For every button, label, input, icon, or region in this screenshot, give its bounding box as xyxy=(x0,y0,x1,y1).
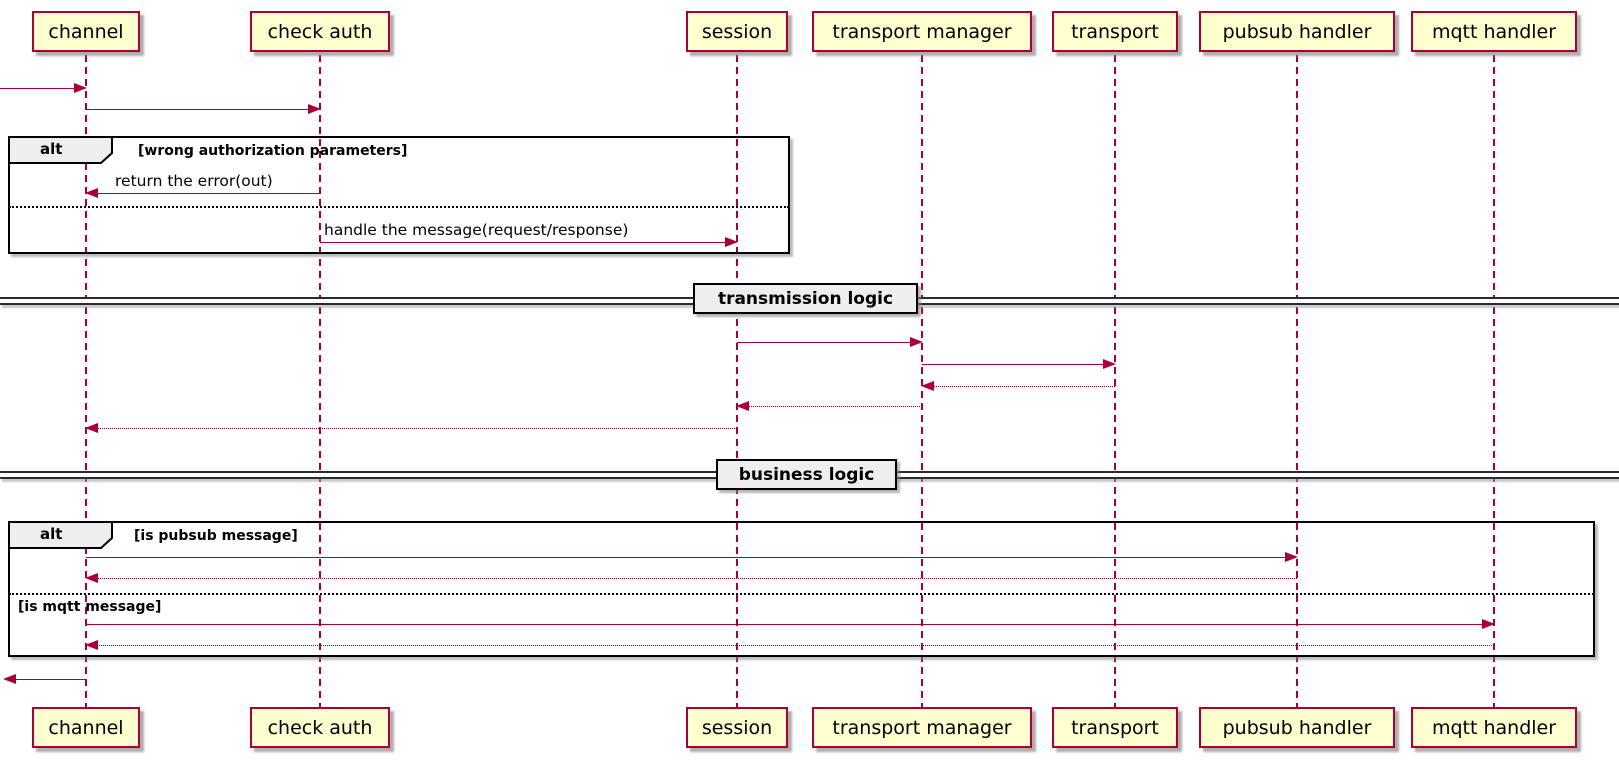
participant-top-transport: transport xyxy=(1052,11,1178,52)
message-line xyxy=(86,109,311,110)
divider-label: business logic xyxy=(738,464,875,485)
divider-transmission-logic: transmission logic xyxy=(693,283,918,314)
guard-is-pubsub-message: [is pubsub message] xyxy=(134,528,298,544)
arrowhead-left-icon xyxy=(3,674,16,684)
alt-frame-2: alt [is pubsub message] [is mqtt message… xyxy=(8,521,1595,657)
participant-label: pubsub handler xyxy=(1222,20,1372,43)
lifeline-pubsub-handler xyxy=(1296,55,1298,707)
alt-tab-icon xyxy=(8,136,113,164)
participant-label: session xyxy=(701,20,773,43)
arrowhead-left-icon xyxy=(736,401,749,411)
divider-label: transmission logic xyxy=(717,288,894,309)
participant-label: transport manager xyxy=(832,20,1012,43)
participant-top-channel: channel xyxy=(32,11,140,52)
arrowhead-left-icon xyxy=(85,188,98,198)
participant-label: transport xyxy=(1071,20,1159,43)
participant-label: pubsub handler xyxy=(1222,716,1372,739)
participant-top-session: session xyxy=(686,11,788,52)
arrowhead-right-icon xyxy=(74,83,87,93)
participant-label: mqtt handler xyxy=(1431,716,1557,739)
participant-label: check auth xyxy=(267,20,373,43)
message-line xyxy=(737,342,913,343)
guard-is-mqtt-message: [is mqtt message] xyxy=(18,599,162,615)
participant-label: mqtt handler xyxy=(1431,20,1557,43)
participant-top-pubsub-handler: pubsub handler xyxy=(1199,11,1395,52)
participant-bottom-mqtt-handler: mqtt handler xyxy=(1411,707,1577,748)
participant-label: channel xyxy=(48,20,124,43)
arrowhead-right-icon xyxy=(308,104,321,114)
arrowhead-right-icon xyxy=(725,237,738,247)
divider-business-logic: business logic xyxy=(716,459,897,490)
arrowhead-left-icon xyxy=(85,423,98,433)
participant-label: transport manager xyxy=(832,716,1012,739)
participant-label: session xyxy=(701,716,773,739)
message-line xyxy=(320,242,728,243)
arrowhead-right-icon xyxy=(910,337,923,347)
alt-tab-icon xyxy=(8,521,113,549)
alt-separator xyxy=(9,593,1594,595)
participant-bottom-channel: channel xyxy=(32,707,140,748)
message-label: return the error(out) xyxy=(115,172,273,190)
alt-frame-2-label: alt xyxy=(40,525,63,543)
message-line xyxy=(13,679,86,680)
message-line xyxy=(86,624,1485,625)
message-line xyxy=(95,193,320,194)
message-line xyxy=(95,428,737,429)
message-line xyxy=(0,88,77,89)
participant-top-mqtt-handler: mqtt handler xyxy=(1411,11,1577,52)
message-line xyxy=(95,645,1494,646)
message-line xyxy=(746,406,922,407)
participant-label: check auth xyxy=(267,716,373,739)
message-line xyxy=(95,578,1297,579)
message-line xyxy=(86,557,1288,558)
arrowhead-right-icon xyxy=(1103,359,1116,369)
arrowhead-left-icon xyxy=(921,381,934,391)
lifeline-channel xyxy=(85,55,87,707)
lifeline-check-auth xyxy=(319,55,321,707)
alt-frame-1: alt [wrong authorization parameters] xyxy=(8,136,790,254)
message-line xyxy=(922,364,1106,365)
lifeline-transport xyxy=(1114,55,1116,707)
lifeline-mqtt-handler xyxy=(1493,55,1495,707)
participant-bottom-check-auth: check auth xyxy=(250,707,390,748)
participant-bottom-transport: transport xyxy=(1052,707,1178,748)
participant-label: transport xyxy=(1071,716,1159,739)
participant-top-check-auth: check auth xyxy=(250,11,390,52)
participant-bottom-pubsub-handler: pubsub handler xyxy=(1199,707,1395,748)
participant-top-transport-manager: transport manager xyxy=(812,11,1032,52)
arrowhead-right-icon xyxy=(1482,619,1495,629)
message-label: handle the message(request/response) xyxy=(324,221,629,239)
guard-wrong-authorization: [wrong authorization parameters] xyxy=(138,143,408,159)
participant-bottom-transport-manager: transport manager xyxy=(812,707,1032,748)
participant-bottom-session: session xyxy=(686,707,788,748)
arrowhead-left-icon xyxy=(85,573,98,583)
alt-separator xyxy=(9,206,789,208)
lifeline-session xyxy=(736,55,738,707)
arrowhead-right-icon xyxy=(1285,552,1298,562)
alt-frame-1-label: alt xyxy=(40,140,63,158)
participant-label: channel xyxy=(48,716,124,739)
message-line xyxy=(931,386,1115,387)
arrowhead-left-icon xyxy=(85,640,98,650)
